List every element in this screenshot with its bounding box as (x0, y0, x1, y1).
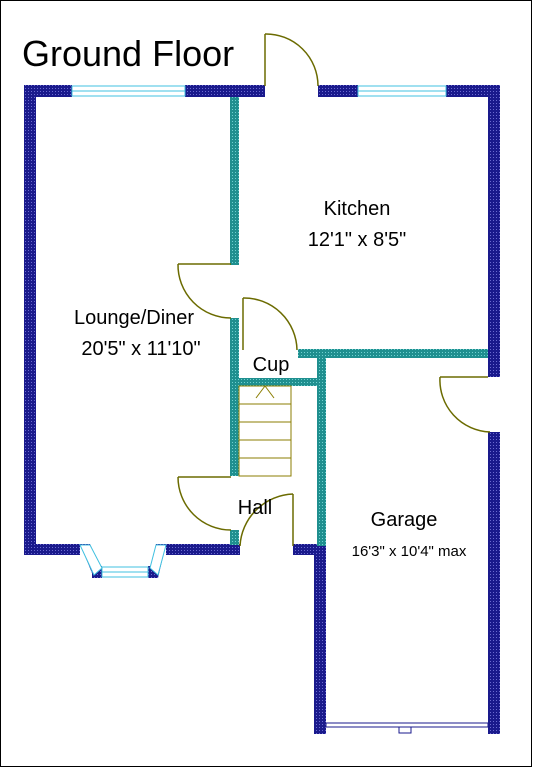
room-label-kitchen: Kitchen (324, 198, 391, 220)
wall-kitchen-bottom (298, 349, 488, 358)
floor-title: Ground Floor (22, 33, 234, 74)
window-bay-left (79, 544, 103, 576)
wall-top-right-b (446, 85, 500, 97)
wall-left (24, 85, 36, 555)
door-garage-swing (439, 376, 491, 433)
door-lounge-kitchen-swing (177, 263, 232, 319)
door-hall-swing (177, 476, 232, 531)
room-size-lounge: 20'5" x 11'10" (81, 338, 200, 360)
garage-door (325, 722, 489, 734)
window-bay-right (149, 544, 167, 576)
wall-stairs-left (230, 378, 239, 476)
room-label-hall: Hall (238, 497, 272, 519)
wall-hall-lower-left (230, 530, 239, 545)
wall-bottom-lounge-a (24, 544, 80, 555)
doors (177, 33, 491, 547)
room-label-lounge: Lounge/Diner (74, 307, 194, 329)
room-size-kitchen: 12'1" x 8'5" (308, 229, 407, 251)
wall-hall-front (293, 544, 321, 555)
wall-hall-garage (317, 386, 326, 546)
stairs-outline (238, 385, 292, 477)
windows (71, 85, 447, 578)
wall-top-left-b (185, 85, 265, 97)
wall-right-upper (488, 85, 500, 377)
bay-right-post (148, 566, 158, 578)
staircase (238, 385, 292, 477)
door-kitchen-swing (264, 33, 319, 87)
garage-door-panel (325, 722, 489, 728)
internal-walls (230, 97, 488, 546)
wall-right-lower (488, 432, 500, 734)
garage-door-handle (398, 726, 412, 734)
wall-cupboard-right (317, 358, 326, 386)
wall-lounge-kitchen-upper (230, 97, 239, 265)
wall-garage-left (314, 544, 326, 734)
wall-top-right-a (318, 85, 358, 97)
wall-bottom-lounge-b (166, 544, 240, 555)
external-walls (24, 85, 500, 734)
wall-lounge-middle (230, 318, 239, 378)
door-front-swing (239, 493, 294, 547)
stairs-arrow-right (264, 385, 275, 399)
room-size-garage: 16'3" x 10'4" max (352, 543, 467, 560)
room-label-cupboard: Cup (253, 354, 290, 376)
wall-cupboard-bottom (230, 378, 326, 386)
room-label-garage: Garage (371, 509, 438, 531)
stairs-arrow-left (255, 385, 266, 399)
door-cupboard-swing (242, 297, 298, 351)
